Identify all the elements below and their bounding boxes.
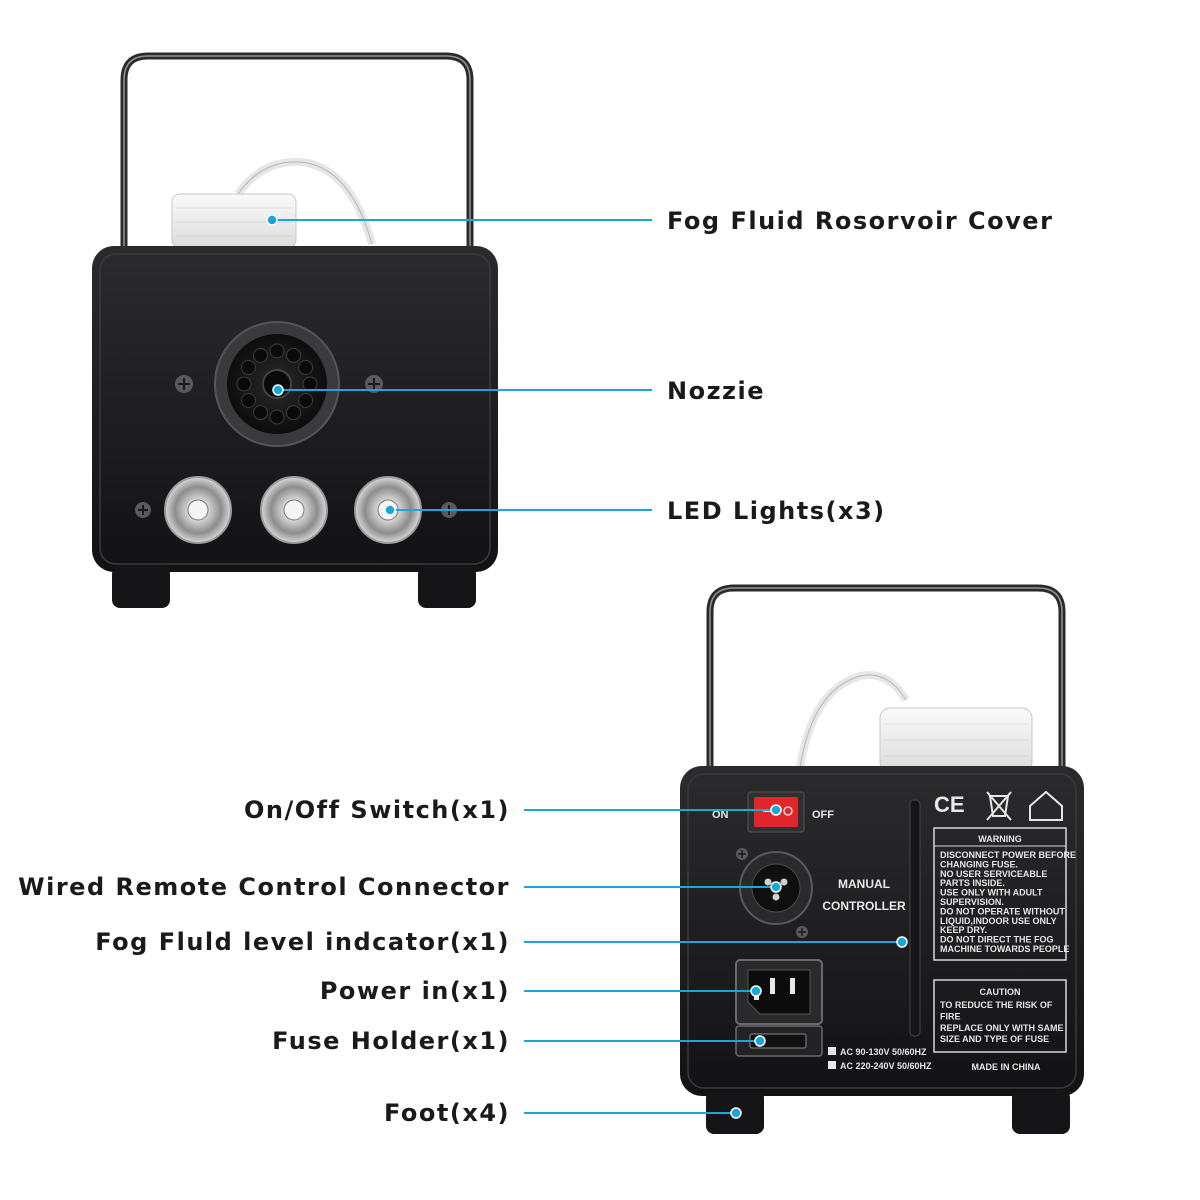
- screw-icon: [796, 926, 808, 938]
- label-switch: On/Off Switch(x1): [244, 796, 510, 824]
- panel-text-line: TO REDUCE THE RISK OF: [940, 1000, 1053, 1010]
- nozzle-hole: [269, 343, 285, 359]
- front-leader-lines: [266, 214, 652, 516]
- panel-text-line: PARTS INSIDE.: [940, 878, 1005, 888]
- nozzle-hole: [286, 405, 301, 421]
- panel-text-line: SUPERVISION.: [940, 897, 1004, 907]
- front-foot-right: [418, 566, 476, 608]
- panel-text-line: KEEP DRY.: [940, 925, 987, 935]
- warning-title: WARNING: [978, 834, 1022, 844]
- label-fuse-holder: Fuse Holder(x1): [272, 1027, 510, 1055]
- nozzle-hole: [240, 393, 256, 408]
- nozzle-hole: [236, 376, 252, 392]
- nozzle-hole: [253, 405, 268, 421]
- nozzle-hole: [298, 360, 314, 375]
- warning-box: WARNING DISCONNECT POWER BEFORECHANGING …: [933, 827, 1076, 961]
- voltage-checkbox-2: [828, 1061, 836, 1069]
- back-foot-right: [1012, 1090, 1070, 1134]
- label-level-indicator: Fog Fluld level indcator(x1): [95, 928, 510, 956]
- nozzle-hole: [302, 376, 318, 392]
- back-unit: ON OFF MANUAL CONTROLLER C: [680, 584, 1084, 1134]
- nozzle-hole: [253, 347, 268, 363]
- nozzle-hole: [240, 360, 256, 375]
- front-foot-left: [112, 566, 170, 608]
- made-in-china: MADE IN CHINA: [972, 1062, 1041, 1072]
- panel-text-line: SIZE AND TYPE OF FUSE: [940, 1034, 1049, 1044]
- panel-text-line: MACHINE TOWARDS PEOPLE: [940, 944, 1069, 954]
- manual-controller-line1: MANUAL: [838, 877, 890, 891]
- panel-text-line: DO NOT OPERATE WITHOUT: [940, 906, 1065, 916]
- panel-text-line: USE ONLY WITH ADULT: [940, 888, 1043, 898]
- fluid-reservoir-cap: [879, 707, 1033, 773]
- fluid-level-window: [909, 799, 921, 1037]
- label-led-lights: LED Lights(x3): [667, 497, 886, 525]
- voltage-1: AC 90-130V 50/60HZ: [840, 1047, 927, 1057]
- nozzle-hole: [269, 409, 285, 425]
- panel-text-line: CHANGING FUSE.: [940, 859, 1018, 869]
- led-light-icon: [260, 476, 328, 544]
- voltage-2: AC 220-240V 50/60HZ: [840, 1061, 932, 1071]
- panel-text-line: DISCONNECT POWER BEFORE: [940, 850, 1076, 860]
- manual-controller-line2: CONTROLLER: [822, 899, 906, 913]
- screw-icon: [175, 375, 193, 393]
- screw-icon: [736, 848, 748, 860]
- voltage-checkbox-1: [828, 1047, 836, 1055]
- switch-on-label: ON: [712, 809, 729, 821]
- front-unit: [92, 52, 498, 608]
- label-nozzle: Nozzie: [667, 377, 765, 405]
- label-remote-connector: Wired Remote Control Connector: [18, 873, 510, 901]
- back-leader-lines: [524, 804, 908, 1119]
- nozzle-icon: [214, 321, 340, 447]
- ce-mark: CE: [934, 792, 965, 817]
- fluid-reservoir-cap: [171, 193, 297, 249]
- screw-icon: [365, 375, 383, 393]
- nozzle-hole: [298, 393, 314, 408]
- panel-text-line: LIQUID,INDOOR USE ONLY: [940, 916, 1057, 926]
- panel-text-line: NO USER SERVICEABLE: [940, 869, 1047, 879]
- weee-bin-icon: [986, 791, 1012, 821]
- panel-text-line: DO NOT DIRECT THE FOG: [940, 935, 1054, 945]
- switch-off-label: OFF: [812, 809, 834, 821]
- label-reservoir-cover: Fog Fluid Rosorvoir Cover: [667, 207, 1053, 235]
- panel-text-line: FIRE: [940, 1011, 961, 1021]
- indoor-house-icon: [1029, 790, 1063, 821]
- label-foot: Foot(x4): [384, 1099, 510, 1127]
- caution-title: CAUTION: [980, 987, 1021, 997]
- panel-text-line: REPLACE ONLY WITH SAME: [940, 1023, 1064, 1033]
- screw-icon: [135, 502, 151, 518]
- led-light-icon: [164, 476, 232, 544]
- nozzle-hole: [286, 347, 301, 363]
- label-power-in: Power in(x1): [320, 977, 510, 1005]
